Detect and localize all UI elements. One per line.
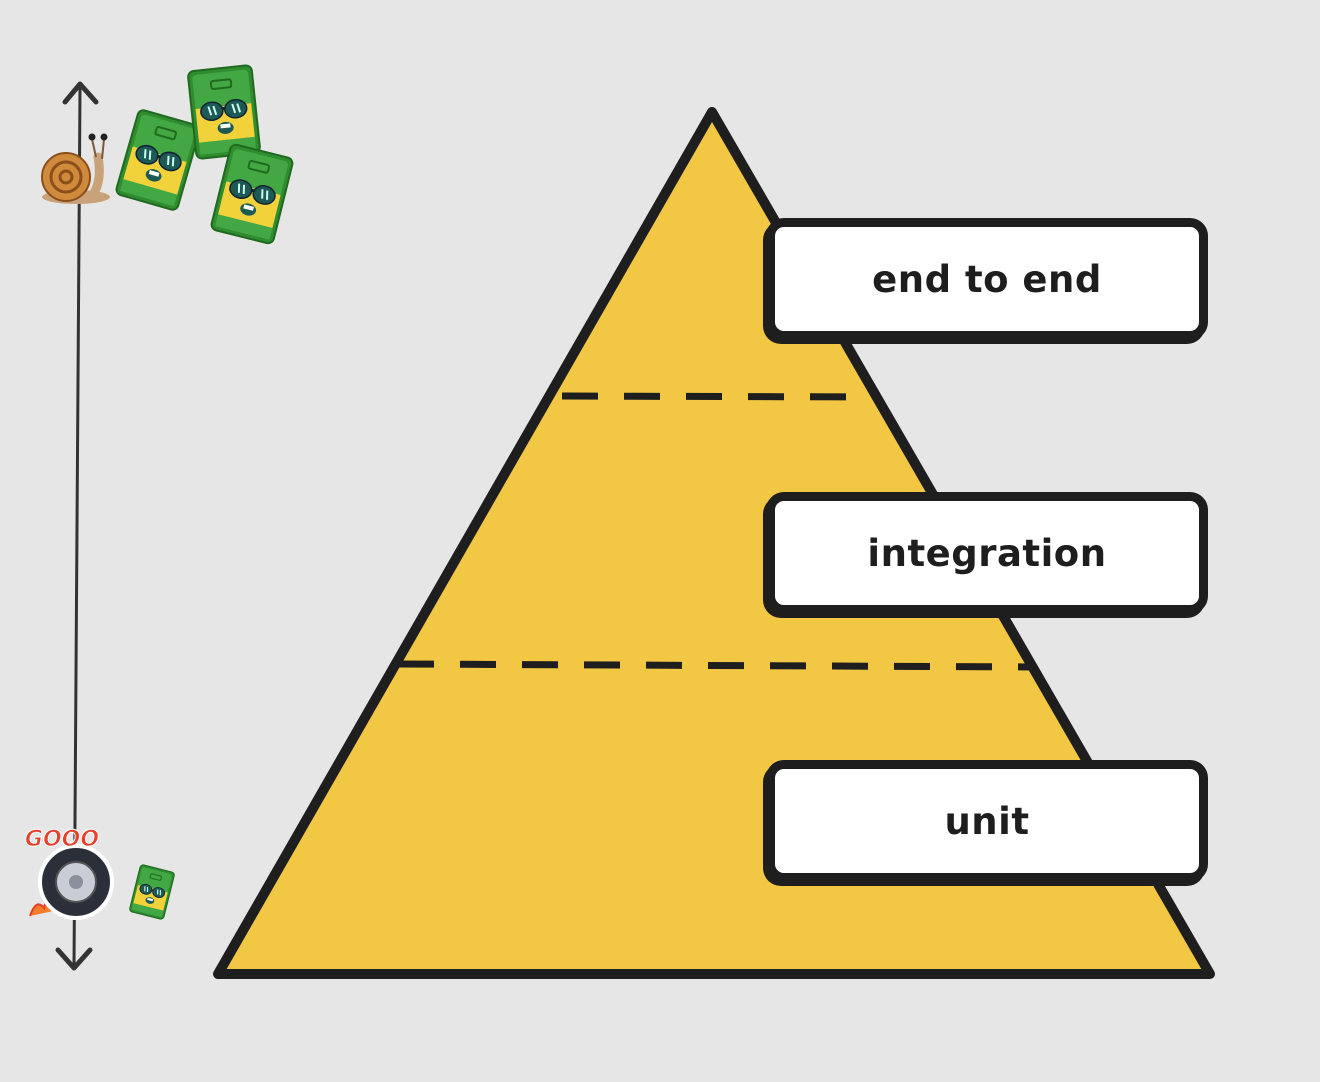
arrow-up-icon [62,81,99,105]
layer-divider-top [561,392,869,401]
vertical-axis [55,81,99,971]
layer-label-end-to-end: end to end [766,218,1208,340]
layer-label-unit: unit [766,760,1208,882]
speeding-wheel-icon: GOOO [24,827,114,920]
gooo-sticker-text: GOOO [25,827,99,852]
money-with-sunglasses-icon [186,63,262,161]
money-with-sunglasses-icon [114,107,202,213]
snail-icon [41,133,110,204]
arrow-down-icon [55,947,93,971]
layer-divider-bottom [397,660,1033,671]
money-with-sunglasses-icon [209,142,295,246]
money-with-sunglasses-icon [128,863,176,921]
layer-label-integration: integration [766,492,1208,614]
